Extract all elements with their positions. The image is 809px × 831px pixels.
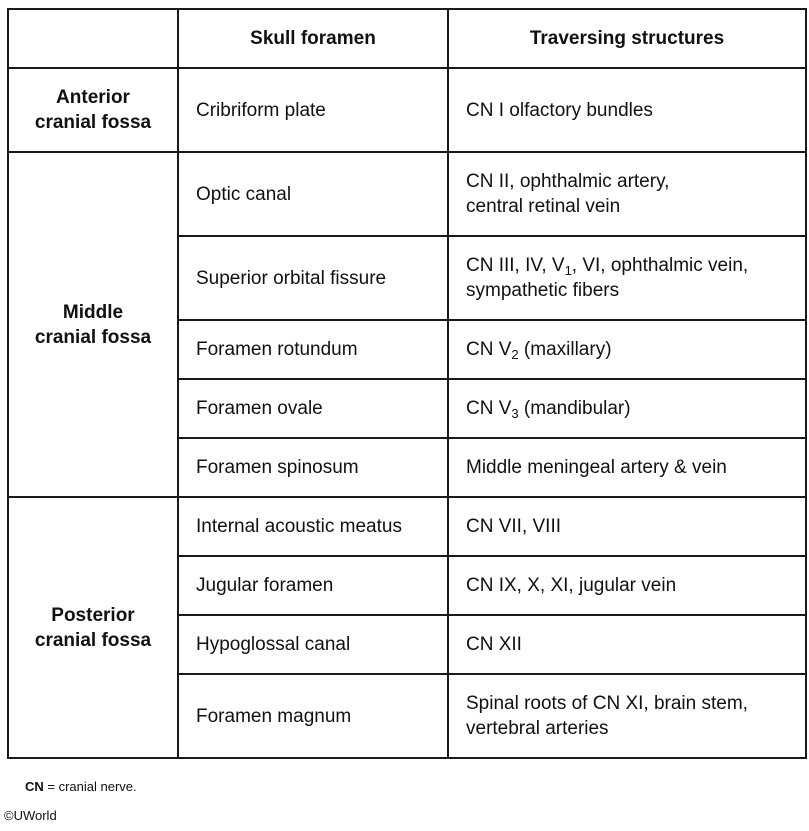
region-middle: Middle cranial fossa [7, 151, 179, 498]
foramen-cell: Foramen magnum [177, 673, 449, 759]
structures-cell: CN IX, X, XI, jugular vein [447, 555, 807, 616]
subscript: 3 [511, 406, 519, 421]
table-row: Superior orbital fissure CN III, IV, V1,… [8, 235, 807, 321]
header-structures: Traversing structures [447, 8, 807, 69]
structures-cell: CN VII, VIII [447, 496, 807, 557]
structures-line: CN III, IV, V1, VI, ophthalmic vein, [466, 253, 805, 278]
footnote: CN = cranial nerve. [25, 779, 137, 794]
foramina-table: Skull foramen Traversing structures Ante… [7, 8, 807, 759]
region-label-line: Anterior [56, 87, 130, 108]
table-row: Foramen magnum Spinal roots of CN XI, br… [8, 673, 807, 759]
structures-line: vertebral arteries [466, 718, 609, 739]
region-label-line: Posterior [51, 604, 135, 626]
structures-text: CN III, IV, V [466, 255, 565, 276]
region-label-line: cranial fossa [34, 326, 152, 348]
subscript: 2 [511, 347, 519, 362]
structures-cell: CN I olfactory bundles [447, 67, 807, 153]
structures-cell: CN II, ophthalmic artery, central retina… [447, 151, 807, 237]
foramen-cell: Optic canal [177, 151, 449, 237]
foramen-cell: Foramen spinosum [177, 437, 449, 498]
structures-line: Spinal roots of CN XI, brain stem, [466, 693, 748, 714]
copyright-notice: ©UWorld [4, 808, 57, 823]
region-posterior: Posterior cranial fossa [7, 496, 179, 759]
foramen-cell: Cribriform plate [177, 67, 449, 153]
header-region [7, 8, 179, 69]
region-label-line: cranial fossa [34, 629, 152, 651]
foramen-cell: Foramen ovale [177, 378, 449, 439]
header-row: Skull foramen Traversing structures [7, 8, 807, 69]
subscript: 1 [564, 263, 572, 278]
structures-line: sympathetic fibers [466, 280, 620, 301]
foramen-cell: Superior orbital fissure [177, 235, 449, 321]
structures-line: CN II, ophthalmic artery, [466, 171, 670, 192]
structures-text: , VI, ophthalmic vein, [571, 255, 749, 276]
structures-cell: Spinal roots of CN XI, brain stem, verte… [447, 673, 807, 759]
foramen-cell: Hypoglossal canal [177, 614, 449, 675]
structures-cell: CN V2 (maxillary) [447, 319, 807, 380]
structures-line: central retinal vein [466, 196, 621, 217]
foramen-cell: Foramen rotundum [177, 319, 449, 380]
region-label-line: cranial fossa [34, 112, 152, 133]
structures-text: (mandibular) [518, 398, 631, 419]
structures-cell: CN III, IV, V1, VI, ophthalmic vein, sym… [447, 235, 807, 321]
footnote-definition: = cranial nerve. [43, 779, 137, 794]
structures-text: CN V [466, 398, 512, 419]
table-row: Jugular foramen CN IX, X, XI, jugular ve… [8, 555, 807, 616]
structures-text: CN V [466, 339, 512, 360]
region-anterior: Anterior cranial fossa [7, 67, 179, 153]
table-row: Foramen ovale CN V3 (mandibular) [8, 378, 807, 439]
table-row: Hypoglossal canal CN XII [8, 614, 807, 675]
structures-cell: Middle meningeal artery & vein [447, 437, 807, 498]
table-row: Anterior cranial fossa Cribriform plate … [7, 67, 807, 153]
structures-cell: CN V3 (mandibular) [447, 378, 807, 439]
table-row: Foramen rotundum CN V2 (maxillary) [8, 319, 807, 380]
region-label-line: Middle [62, 301, 124, 323]
table-row: Posterior cranial fossa Internal acousti… [7, 496, 807, 759]
footnote-term: CN [25, 779, 44, 794]
foramen-cell: Internal acoustic meatus [177, 496, 449, 557]
header-foramen: Skull foramen [177, 8, 449, 69]
structures-cell: CN XII [447, 614, 807, 675]
foramen-cell: Jugular foramen [177, 555, 449, 616]
table-row: Foramen spinosum Middle meningeal artery… [8, 437, 807, 498]
structures-text: (maxillary) [518, 339, 612, 360]
table-row: Middle cranial fossa Optic canal CN II, … [7, 151, 807, 498]
